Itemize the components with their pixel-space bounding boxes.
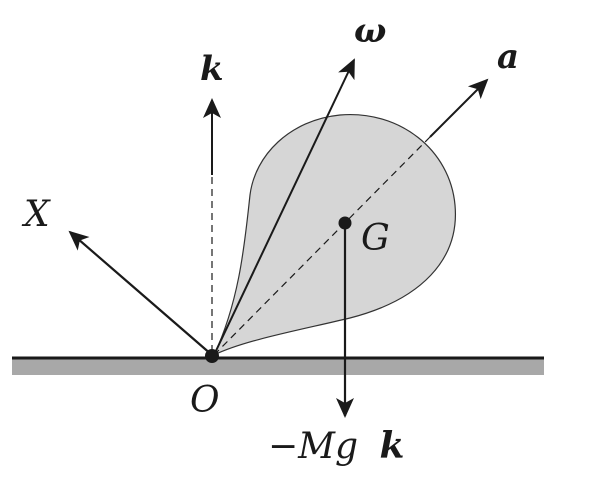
- label-a: a: [497, 37, 519, 77]
- x-axis-arrow: [68, 230, 213, 356]
- symmetry-dashed-axis: [213, 136, 431, 356]
- a-vector-arrow: [429, 78, 489, 138]
- point-o-dot: [205, 349, 219, 363]
- label-omega: ω: [354, 11, 386, 51]
- label-k: k: [200, 49, 224, 89]
- label-weight-vector: k: [380, 425, 405, 467]
- omega-vector-arrow: [213, 58, 355, 356]
- label-g: G: [361, 218, 390, 259]
- label-weight-prefix: −Mg: [268, 426, 358, 467]
- label-weight: −Mg k: [268, 425, 404, 467]
- ground-band: [12, 358, 544, 375]
- label-o: O: [190, 380, 220, 421]
- point-g-dot: [338, 216, 352, 230]
- label-x: X: [21, 194, 51, 235]
